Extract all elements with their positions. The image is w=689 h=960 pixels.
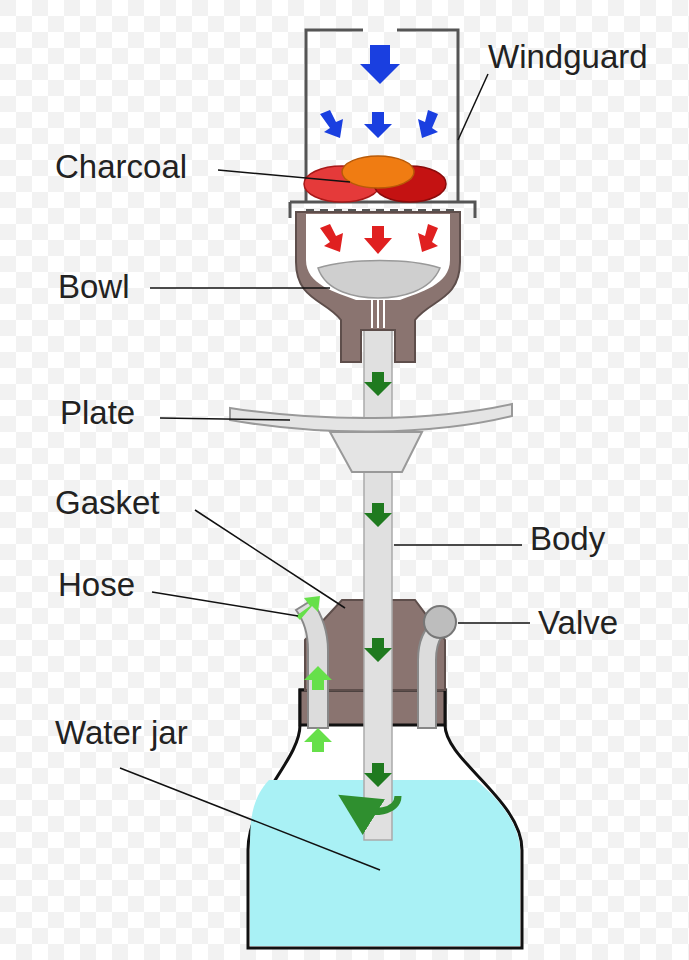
part-label: Bowl [58, 270, 130, 303]
part-label: Windguard [488, 40, 648, 73]
plate [230, 404, 512, 472]
part-label: Valve [538, 606, 618, 639]
hose [296, 600, 328, 728]
part-label: Body [530, 522, 605, 555]
windguard [290, 30, 475, 218]
part-label: Charcoal [55, 150, 187, 183]
smoke-up-arrows [296, 596, 332, 752]
bowl [296, 212, 460, 362]
leader-lines [120, 74, 530, 870]
part-label: Hose [58, 568, 135, 601]
valve [418, 606, 456, 728]
body-stem [364, 330, 392, 840]
air-arrows [320, 45, 438, 138]
smoke-arrows [356, 372, 398, 811]
charcoal [304, 156, 446, 202]
part-label: Water jar [55, 716, 188, 749]
part-label: Plate [60, 396, 135, 429]
part-label: Gasket [55, 486, 160, 519]
heat-arrows [320, 224, 438, 254]
